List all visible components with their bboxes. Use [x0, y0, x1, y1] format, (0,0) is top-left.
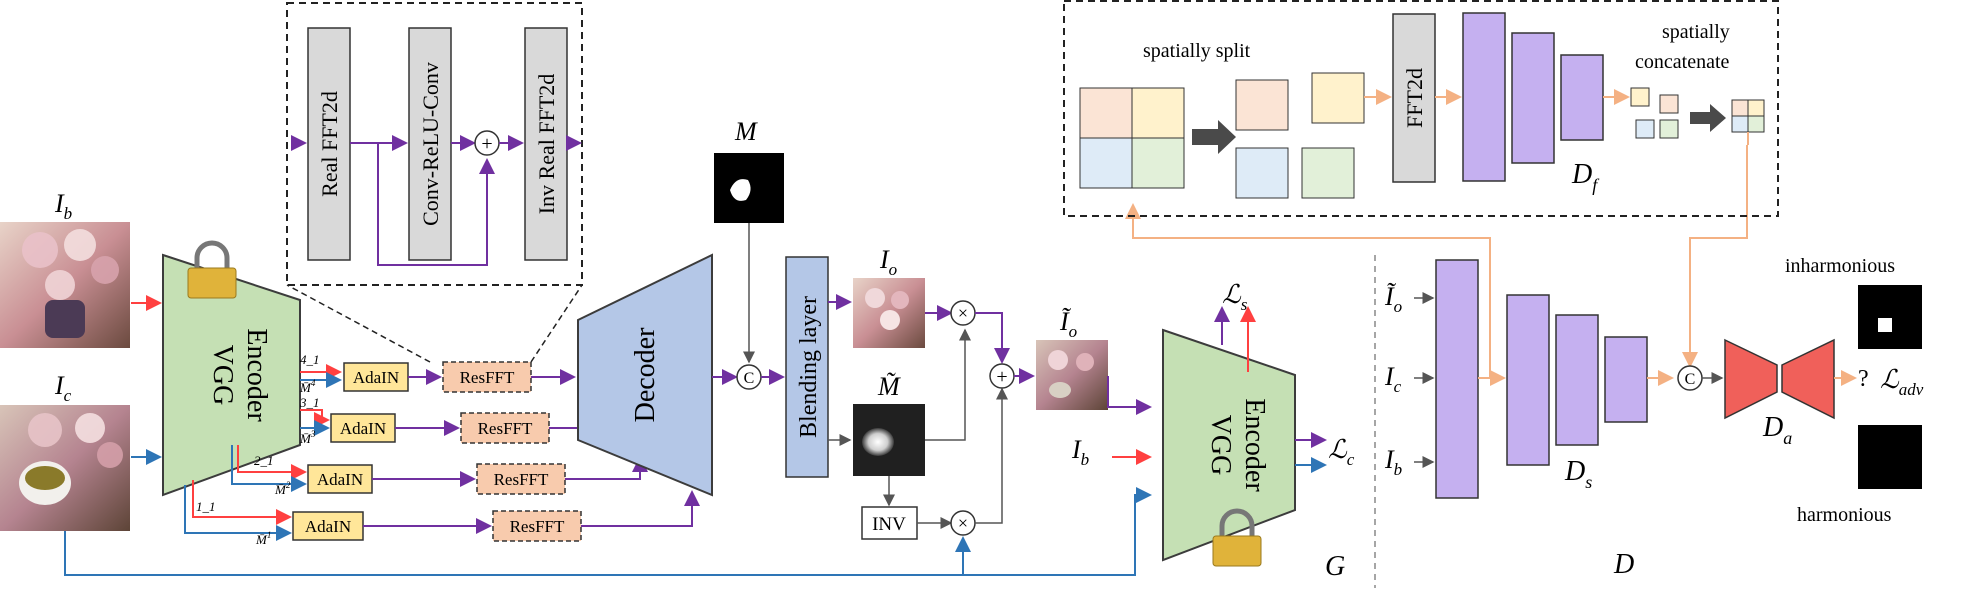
adain-label-2-1: AdaIN [317, 470, 363, 489]
output-image-I-o [853, 278, 925, 348]
shared-discriminator-block-1 [1435, 259, 1479, 499]
label-concatenate: concatenate [1635, 51, 1729, 73]
level-label-2-1: 2_1 [254, 453, 274, 468]
label-G: G [1325, 551, 1345, 582]
concat-grid-output [1731, 99, 1765, 133]
split-patch-4 [1301, 147, 1355, 199]
resfft-label-2-1: ResFFT [494, 470, 549, 489]
svg-text:+: + [996, 366, 1007, 388]
level-label-3-1: 3_1 [299, 395, 320, 410]
encoder1-label-line1: VGG [207, 345, 238, 406]
blending-layer-label: Blending layer [796, 296, 822, 438]
resfft-label-4-1: ResFFT [460, 368, 515, 387]
label-D-s: Ds [1564, 456, 1592, 492]
lock-icon [187, 240, 237, 299]
svg-text:C: C [744, 370, 755, 387]
split-arrow-icon [1192, 120, 1236, 154]
label-L-c: ℒc [1328, 435, 1355, 469]
level-label-4-1: 4_1 [300, 352, 320, 367]
label-D-a: Da [1762, 412, 1792, 448]
encoder2-label-line1: VGG [1205, 415, 1236, 476]
inv-real-fft2d-block [524, 27, 568, 261]
resfft-block-4-1 [442, 361, 532, 393]
adain-label-1-1: AdaIN [305, 517, 351, 536]
level-label-1-1: 1_1 [196, 499, 216, 514]
freq-discriminator-block-1 [1462, 12, 1506, 182]
label-D-input-Io-tilde: Ĩo [1384, 282, 1402, 316]
resfft-label-1-1: ResFFT [510, 517, 565, 536]
encoder2-label-line2: Encoder [1239, 398, 1270, 492]
svg-text:×: × [958, 513, 968, 533]
mask-label-1: M̄1 [255, 530, 271, 547]
split-grid-input [1079, 87, 1185, 189]
mask-label-3: M̄3 [299, 429, 316, 446]
adversarial-discriminator-encoder [1724, 338, 1778, 420]
concat-arrow-icon [1690, 104, 1726, 132]
freq-discriminator-block-3 [1560, 54, 1604, 141]
label-L-s: ℒs [1222, 280, 1248, 314]
adain-label-3-1: AdaIN [340, 419, 386, 438]
input-composite-image [0, 405, 130, 531]
label-D-input-Ib: Ib [1384, 445, 1402, 479]
spatial-discriminator-block-2 [1555, 314, 1599, 446]
label-M: M [734, 117, 758, 146]
label-D-f: Df [1571, 159, 1600, 195]
input-background-image [0, 222, 130, 348]
label-I-o: Io [879, 245, 897, 279]
label-L-adv: ℒadv [1880, 365, 1924, 399]
vgg-encoder-2 [1162, 328, 1296, 562]
resfft-label-3-1: ResFFT [478, 419, 533, 438]
mask-label-2: M̄2 [274, 480, 291, 497]
decoder-label: Decoder [630, 327, 661, 423]
label-question-mark: ? [1858, 366, 1869, 392]
resfft-detail-box [286, 2, 583, 286]
inv-label: INV [872, 514, 906, 535]
spatial-discriminator-block-1 [1506, 294, 1550, 466]
label-D-input-Ic: Ic [1384, 362, 1402, 396]
resfft-block-2-1 [476, 463, 566, 495]
spatial-discriminator-block-3 [1604, 336, 1648, 423]
label-D: D [1613, 549, 1634, 580]
lock-icon-2 [1212, 508, 1262, 567]
resfft-block-3-1 [460, 412, 550, 444]
split-patch-1 [1235, 79, 1289, 131]
harmonious-mask-image [1858, 425, 1922, 489]
encoder1-label-line2: Encoder [241, 328, 272, 422]
label-spatially: spatially [1662, 21, 1730, 43]
inv-real-fft2d-label: Inv Real FFT2d [534, 74, 559, 215]
frequency-discriminator-box [1063, 0, 1779, 217]
label-I-o-tilde: Ĩo [1059, 307, 1077, 341]
freq-patch-outputs [1630, 87, 1679, 139]
conv-relu-conv-label: Conv-ReLU-Conv [418, 62, 443, 226]
inharmonious-mask-image [1858, 285, 1922, 349]
vgg-encoder-1 [162, 253, 301, 497]
freq-discriminator-block-2 [1511, 32, 1555, 164]
mask-label-4: M̄4 [299, 378, 316, 395]
adain-label-4-1: AdaIN [353, 368, 399, 387]
split-patch-3 [1235, 147, 1289, 199]
label-I-b-2: Ib [1071, 435, 1089, 469]
real-fft2d-block [307, 27, 351, 261]
blending-layer [785, 256, 829, 478]
adversarial-discriminator-decoder [1781, 338, 1835, 420]
label-I-c: Ic [54, 371, 72, 405]
label-inharmonious: inharmonious [1785, 255, 1895, 277]
label-M-tilde: M̃ [877, 372, 901, 401]
split-patch-2 [1311, 72, 1365, 124]
output-image-I-o-tilde [1036, 340, 1108, 410]
real-fft2d-label: Real FFT2d [317, 91, 342, 197]
resfft-block-1-1 [492, 510, 582, 542]
decoder [577, 253, 713, 497]
fft2d-label: FFT2d [1402, 68, 1427, 128]
fft2d-block [1392, 13, 1436, 183]
conv-relu-conv-block [408, 27, 452, 261]
svg-text:×: × [958, 303, 968, 323]
label-spatially-split: spatially split [1143, 40, 1251, 62]
svg-text:C: C [1685, 371, 1696, 388]
svg-text:+: + [481, 133, 492, 155]
label-harmonious: harmonious [1797, 504, 1892, 526]
label-I-b: Ib [54, 189, 72, 223]
